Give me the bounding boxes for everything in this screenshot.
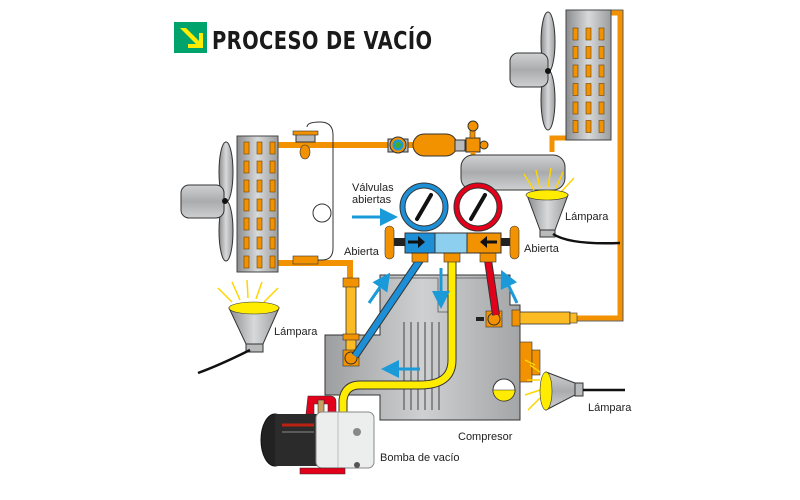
condenser-fin — [585, 64, 592, 78]
condenser-fin — [585, 120, 592, 133]
filter-drier — [387, 120, 489, 158]
condenser-fin — [243, 141, 250, 155]
condenser-fin — [572, 27, 579, 41]
manifold-gauge-set — [384, 225, 520, 263]
receiver-loop — [306, 121, 334, 261]
condenser-fin — [585, 83, 592, 96]
low-pressure-gauge — [399, 182, 449, 232]
label-compressor: Compresor — [458, 431, 513, 443]
condenser-fin — [572, 83, 579, 96]
condenser-fin — [269, 160, 276, 174]
condenser-fin — [572, 101, 579, 115]
condenser-fin — [243, 198, 250, 212]
label-lamp-bottom-right: Lámpara — [588, 402, 632, 414]
left-condenser — [236, 135, 279, 273]
lamp-left-icon — [197, 279, 280, 375]
arrow-down-right-icon — [174, 22, 207, 53]
condenser-fin — [269, 255, 276, 269]
label-valves-open-line1: Válvulas — [352, 182, 394, 194]
sight-glass — [312, 203, 332, 223]
condenser-fin — [269, 217, 276, 231]
vacuum-pump — [260, 395, 375, 475]
condenser-fin — [243, 179, 250, 193]
right-condenser — [565, 9, 612, 141]
label-lamp-top-right: Lámpara — [565, 211, 609, 223]
condenser-fin — [585, 101, 592, 115]
condenser-fin — [243, 236, 250, 250]
left-fan-icon — [180, 141, 234, 262]
lamp-bottom-right-icon — [524, 359, 625, 411]
condenser-fin — [585, 46, 592, 59]
condenser-fin — [572, 120, 579, 133]
discharge-pipe — [476, 309, 578, 328]
condenser-fin — [585, 27, 592, 41]
condenser-fin — [598, 64, 605, 78]
condenser-fin — [572, 46, 579, 59]
condenser-fin — [256, 179, 263, 193]
condenser-fin — [256, 141, 263, 155]
condenser-fin — [269, 141, 276, 155]
condenser-fin — [598, 27, 605, 41]
label-lamp-left: Lámpara — [274, 326, 318, 338]
condenser-fin — [256, 217, 263, 231]
condenser-fin — [243, 255, 250, 269]
condenser-fin — [243, 217, 250, 231]
left-fitting-top — [292, 130, 319, 136]
condenser-fin — [256, 236, 263, 250]
condenser-fin — [572, 64, 579, 78]
bottom-fitting — [292, 255, 319, 265]
label-open-left: Abierta — [344, 246, 379, 258]
page-title: PROCESO DE VACÍO — [212, 26, 433, 55]
lamp-top-right-icon — [523, 167, 621, 245]
condenser-fin — [598, 46, 605, 59]
condenser-fin — [598, 120, 605, 133]
label-valves-open-line2: abiertas — [352, 194, 392, 206]
flow-arrows — [352, 208, 519, 378]
label-open-right: Abierta — [524, 243, 559, 255]
condenser-fin — [256, 198, 263, 212]
condenser-fin — [243, 160, 250, 174]
right-fan-icon — [509, 11, 556, 131]
left-fitting-bulb — [299, 144, 311, 160]
label-vacuum-pump: Bomba de vacío — [380, 452, 460, 464]
condenser-fin — [269, 198, 276, 212]
condenser-fin — [598, 83, 605, 96]
label-valves-open: Válvulas abiertas — [352, 182, 394, 206]
condenser-fin — [598, 101, 605, 115]
condenser-fin — [256, 255, 263, 269]
condenser-fin — [269, 236, 276, 250]
high-pressure-gauge — [453, 182, 503, 232]
condenser-fin — [269, 179, 276, 193]
condenser-fin — [256, 160, 263, 174]
